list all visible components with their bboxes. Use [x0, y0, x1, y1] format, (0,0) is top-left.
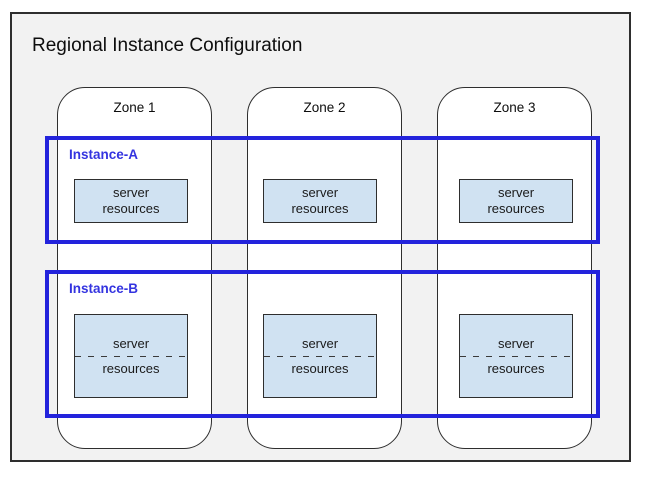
instance-b-label: Instance-B: [69, 281, 139, 296]
server-resources-box-b3: server resources: [459, 314, 573, 398]
server-resources-line: resources: [487, 360, 545, 376]
server-resources-box-a3: server resources: [459, 179, 573, 223]
server-resources-line: resources: [291, 201, 349, 216]
server-resources-line: server: [301, 335, 339, 351]
server-resources-box-b2: server resources: [263, 314, 377, 398]
server-resources-line: server: [112, 335, 150, 351]
zone-3-label: Zone 3: [493, 100, 536, 115]
server-resources-box-b1: server resources: [74, 314, 188, 398]
server-resources-line: resources: [291, 360, 349, 376]
server-resources-line: resources: [102, 201, 160, 216]
server-resources-box-a2: server resources: [263, 179, 377, 223]
server-resources-line: server: [497, 335, 535, 351]
divider-dashed-line: [264, 355, 376, 357]
divider-dashed-line: [75, 355, 187, 357]
divider-dashed-line: [460, 355, 572, 357]
diagram-frame: Regional Instance Configuration Zone 1 Z…: [10, 12, 631, 462]
server-resources-line: resources: [102, 360, 160, 376]
zone-2-label: Zone 2: [303, 100, 346, 115]
server-resources-box-a1: server resources: [74, 179, 188, 223]
server-resources-line: resources: [487, 201, 545, 216]
instance-a-label: Instance-A: [69, 147, 139, 162]
diagram-title: Regional Instance Configuration: [32, 35, 303, 56]
instance-b-box: Instance-B: [45, 270, 600, 418]
server-resources-line: server: [112, 185, 150, 200]
zone-1-label: Zone 1: [113, 100, 156, 115]
server-resources-line: server: [301, 185, 339, 200]
instance-a-box: Instance-A: [45, 136, 600, 244]
server-resources-line: server: [497, 185, 535, 200]
